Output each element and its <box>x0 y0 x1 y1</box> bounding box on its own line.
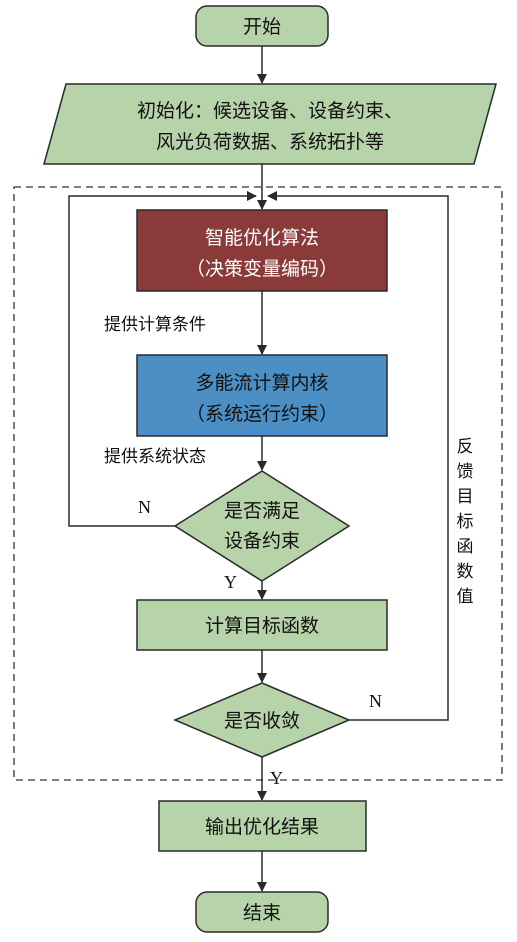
end-node: 结束 <box>195 891 329 933</box>
feedback-char: 值 <box>457 587 474 607</box>
check1-label-2: 设备约束 <box>224 530 300 552</box>
calc-label: 计算目标函数 <box>205 615 319 637</box>
arrow-check2-no-feedback <box>267 191 449 721</box>
check1-yes-label: Y <box>224 572 237 592</box>
feedback-char: 函 <box>457 537 474 557</box>
iteration-boundary <box>13 186 503 781</box>
feedback-char: 目 <box>457 487 474 507</box>
algorithm-label-1: 智能优化算法 <box>205 227 319 249</box>
check1-label-1: 是否满足 <box>224 500 300 522</box>
core-label-2: （系统运行约束） <box>186 403 338 425</box>
algorithm-label-2: （决策变量编码） <box>186 258 338 280</box>
constraint-check-node: 是否满足 设备约束 <box>173 470 351 582</box>
start-node: 开始 <box>195 5 329 47</box>
feedback-char: 馈 <box>457 462 474 482</box>
output-node: 输出优化结果 <box>158 800 367 852</box>
multi-energy-core-node: 多能流计算内核 （系统运行约束） <box>136 354 388 437</box>
feedback-char: 反 <box>457 437 474 457</box>
arrow-check1-no-loop <box>68 191 257 527</box>
provide-calc-label: 提供计算条件 <box>104 315 206 335</box>
output-label: 输出优化结果 <box>205 816 319 838</box>
core-label-1: 多能流计算内核 <box>195 372 328 394</box>
start-label: 开始 <box>243 16 281 38</box>
end-label: 结束 <box>243 902 281 924</box>
check2-no-label: N <box>369 691 382 711</box>
init-label-2: 风光负荷数据、系统拓扑等 <box>156 131 384 153</box>
init-label-1: 初始化：候选设备、设备约束、 <box>137 100 403 122</box>
feedback-char: 数 <box>457 562 474 582</box>
convergence-check-node: 是否收敛 <box>173 682 351 758</box>
objective-calc-node: 计算目标函数 <box>136 599 388 651</box>
provide-state-label: 提供系统状态 <box>104 447 206 467</box>
check1-no-label: N <box>138 497 151 517</box>
check2-label: 是否收敛 <box>224 710 300 732</box>
init-node: 初始化：候选设备、设备约束、 风光负荷数据、系统拓扑等 <box>43 83 497 165</box>
algorithm-node: 智能优化算法 （决策变量编码） <box>136 209 388 292</box>
feedback-char: 标 <box>457 512 474 532</box>
check2-yes-label: Y <box>270 768 283 788</box>
